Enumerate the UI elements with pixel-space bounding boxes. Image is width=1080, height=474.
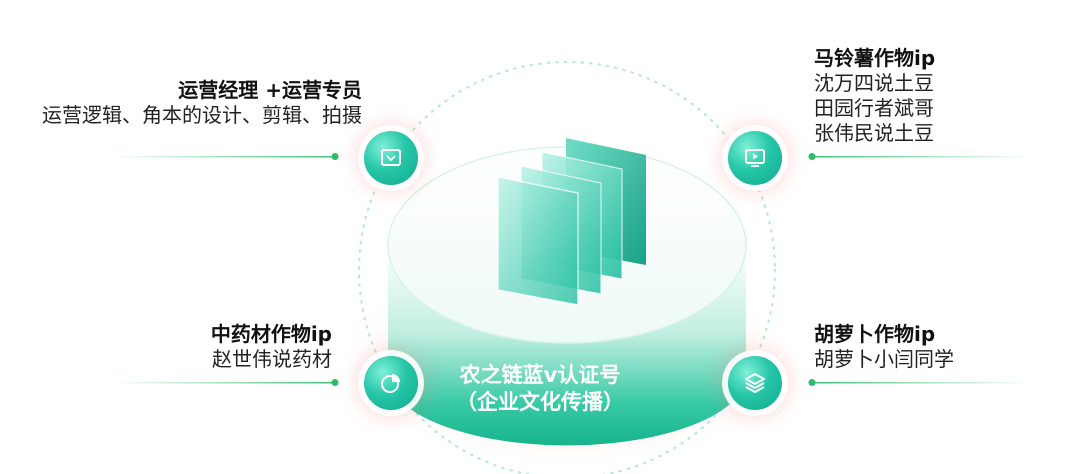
- connector-dot-top-right: [808, 153, 816, 160]
- connector-dot-bottom-left: [331, 379, 339, 386]
- connector-dot-bottom-right: [808, 379, 816, 386]
- connector-bottom-right: [812, 382, 1032, 384]
- ops-team-desc: 运营逻辑、角本的设计、剪辑、拍摄: [42, 103, 362, 127]
- carrot-ip-title: 胡萝卜作物ip: [814, 322, 936, 346]
- carrot-ip-block: 胡萝卜作物ip 胡萝卜小闫同学: [814, 322, 954, 372]
- center-label: 农之链蓝v认证号 （企业文化传播）: [440, 362, 640, 416]
- potato-ip-item: 张伟民说土豆: [814, 121, 934, 145]
- connector-top-right: [812, 156, 1032, 158]
- potato-ip-block: 马铃薯作物ip 沈万四说土豆 田园行者斌哥 张伟民说土豆: [814, 46, 935, 146]
- connector-bottom-left: [110, 382, 336, 384]
- connector-top-left: [110, 156, 336, 158]
- center-label-line1: 农之链蓝v认证号: [459, 363, 621, 387]
- connector-dot-top-left: [331, 153, 339, 160]
- center-label-line2: （企业文化传播）: [456, 390, 624, 414]
- carrot-ip-item: 胡萝卜小闫同学: [814, 347, 954, 371]
- potato-ip-item: 田园行者斌哥: [814, 96, 934, 120]
- ops-team-title: 运营经理 +运营专员: [178, 78, 362, 102]
- potato-ip-item: 沈万四说土豆: [814, 71, 934, 95]
- herb-ip-title: 中药材作物ip: [210, 322, 332, 346]
- herb-ip-item: 赵世伟说药材: [212, 347, 332, 371]
- glass-panels-icon: [497, 138, 646, 306]
- video-player-icon: [728, 131, 782, 185]
- layers-icon: [728, 356, 782, 410]
- ops-team-block: 运营经理 +运营专员 运营逻辑、角本的设计、剪辑、拍摄: [42, 78, 362, 128]
- dotted-orbit-ring: [357, 60, 777, 474]
- herb-ip-block: 中药材作物ip 赵世伟说药材: [211, 322, 332, 372]
- image-frame-icon: [364, 131, 418, 185]
- potato-ip-title: 马铃薯作物ip: [814, 46, 936, 70]
- pie-chart-icon: [364, 356, 418, 410]
